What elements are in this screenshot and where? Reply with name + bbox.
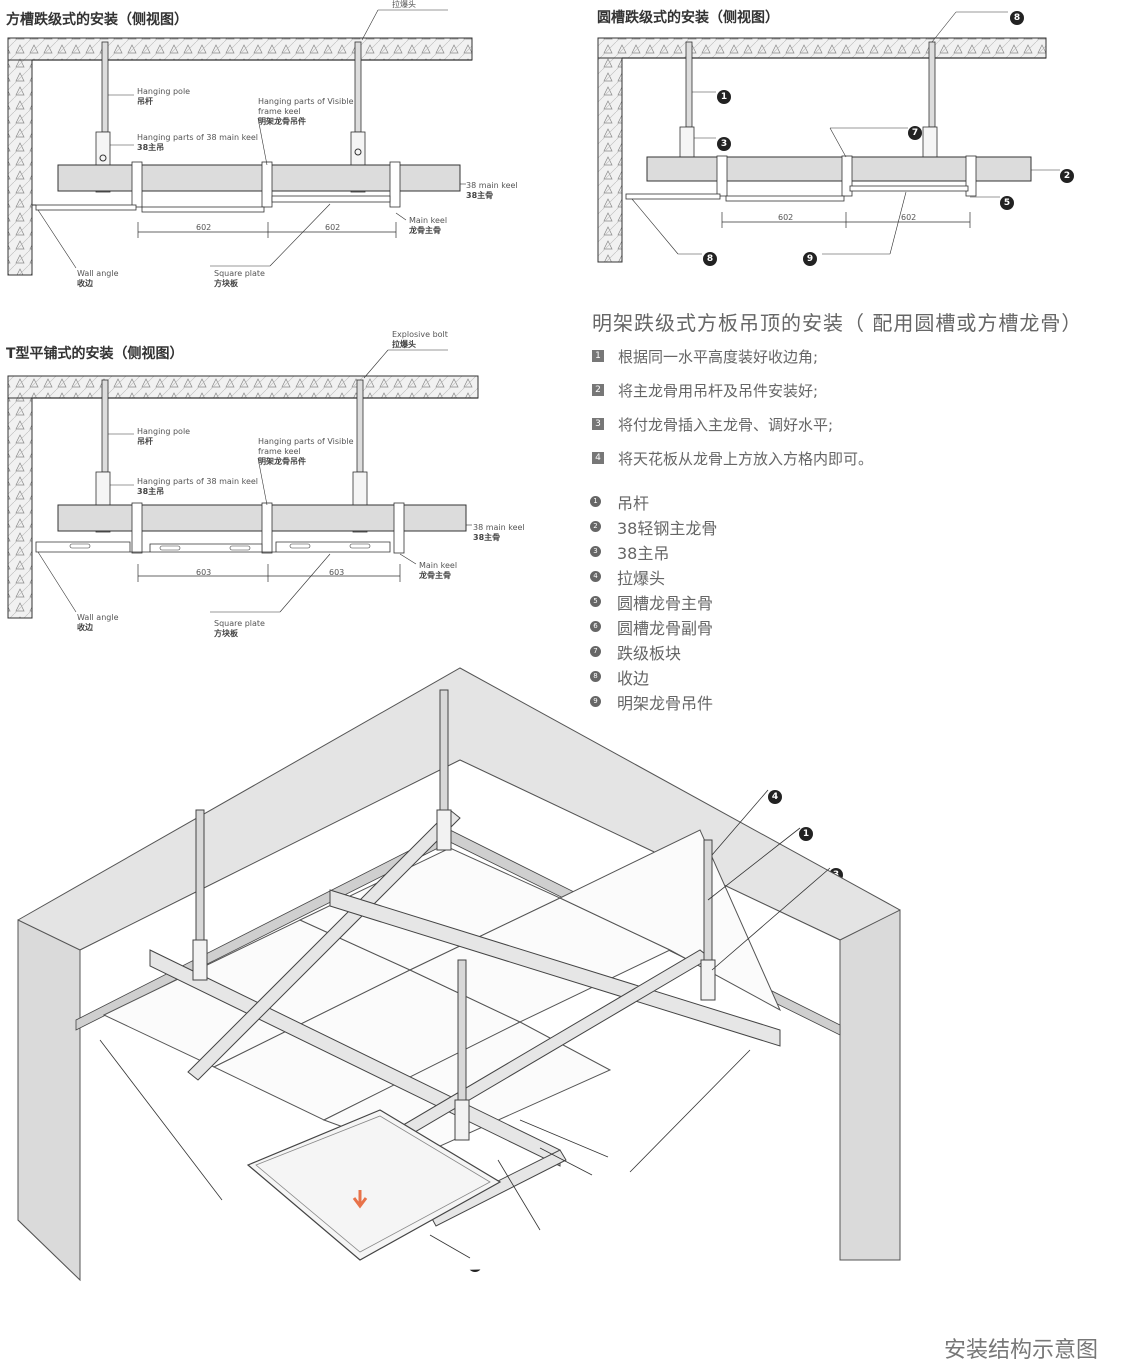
d3-marker-8: 8: [703, 246, 717, 266]
iso-marker-1: 1: [799, 821, 813, 841]
diagram2-title: T型平铺式的安装（侧视图）: [6, 346, 184, 362]
d3-marker-3: 3: [717, 131, 731, 151]
diagram1-title: 方槽跌级式的安装（侧视图）: [6, 12, 188, 28]
d1-dim2: 602: [325, 223, 341, 232]
d3-marker-4: 8: [1010, 5, 1024, 25]
d3-marker-9: 9: [803, 246, 817, 266]
d1-dim1: 602: [196, 223, 212, 232]
d3-dim2: 602: [901, 213, 917, 222]
diagram3-drawing: [597, 11, 1060, 263]
instructions-heading: 明架跌级式方板吊顶的安装（ 配用圆槽或方槽龙骨）: [592, 311, 1083, 335]
d3-marker-1: 1: [717, 84, 731, 104]
diagram2-drawing: [7, 349, 479, 619]
d3-marker-5: 5: [1000, 190, 1014, 210]
d3-marker-7: 7: [908, 120, 922, 140]
d2-dim1: 603: [196, 568, 212, 577]
caption: 安装结构示意图: [944, 1338, 1099, 1363]
d3-marker-2: 2: [1060, 163, 1074, 183]
d1-top-label: 拉爆头: [392, 0, 416, 9]
diagram1-drawing: [7, 9, 473, 276]
diagram3-title: 圆槽跌级式的安装（侧视图）: [597, 10, 779, 26]
isometric-drawing: [17, 667, 901, 1282]
iso-marker-4: 4: [768, 784, 782, 804]
d2-dim2: 603: [329, 568, 345, 577]
d3-dim1: 602: [778, 213, 794, 222]
